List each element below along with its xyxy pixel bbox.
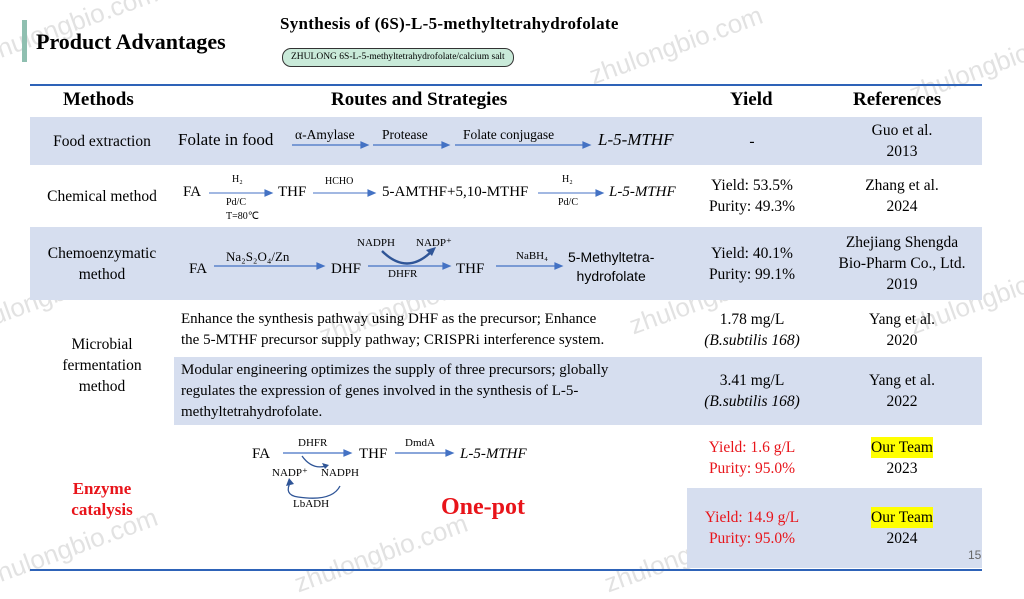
product-tag: ZHULONG 6S-L-5-methyltetrahydrofolate/ca… [282,48,514,67]
chemoenz-dhfr: DHFR [388,268,418,280]
yield-microbial-a: 1.78 mg/L(B.subtilis 168) [704,311,800,349]
enzyme-fa: FA [252,446,271,462]
chemoenz-arrows [214,247,564,270]
our-team-highlight: Our Team [871,507,933,528]
enzyme-product: L-5-MTHF [460,446,527,462]
row-band-food [30,117,982,165]
enzyme-thf: THF [359,446,388,462]
food-start: Folate in food [178,130,274,149]
table-bottom-rule [30,569,982,571]
yield-chemical: Yield: 53.5%Purity: 49.3% [708,177,796,215]
enzyme-lbadh: LbADH [293,498,330,510]
enzyme-arrows [283,449,455,499]
row-band-chemoenzymatic [30,227,982,300]
food-product: L-5-MTHF [598,130,674,149]
column-header-routes: Routes and Strategies [331,89,508,110]
ref-microbial-a: Yang et al.2020 [868,311,936,349]
column-header-yield: Yield [730,89,773,110]
title-accent-bar [22,20,27,62]
chem-intermediate: 5-AMTHF+5,10-MTHF [382,184,529,200]
table-top-rule [30,84,982,86]
chem-product: L-5-MTHF [609,184,676,200]
page-title: Product Advantages [36,29,226,54]
food-enzyme-2: Protease [382,127,428,142]
chem-temp: T=80℃ [226,211,259,222]
chem-hcho: HCHO [325,176,354,187]
page-number: 15 [968,548,982,562]
chemoenz-fa: FA [189,261,208,277]
ref-chemical: Zhang et al.2024 [865,177,939,215]
enzyme-dmda: DmdA [405,437,435,449]
chemoenz-reagent: Na₂S₂O₄/Zn [226,249,290,264]
microbial-strategy-b: Modular engineering optimizes the supply… [181,362,609,420]
chem-thf: THF [278,184,307,200]
chemoenz-nadp: NADP⁺ [416,237,452,249]
food-arrows [292,141,592,149]
column-header-references: References [853,89,942,110]
method-chemical: Chemical method [47,187,157,205]
food-enzyme-3: Folate conjugase [463,127,555,142]
chemoenz-nabh4: NaBH₄ [516,250,548,262]
chem-pdc-a: Pd/C [226,197,247,208]
ref-microbial-b: Yang et al.2022 [868,372,936,410]
chemoenz-dhf: DHF [331,261,362,277]
chemoenz-nadph: NADPH [357,237,395,249]
chem-h2-a: H₂ [232,174,243,185]
chemoenz-product: 5-Methyltetra-hydrofolate [568,249,655,284]
microbial-strategy-a: Enhance the synthesis pathway using DHF … [181,311,605,348]
chemoenz-thf: THF [456,261,485,277]
our-team-highlight: Our Team [871,437,933,458]
enzyme-dhfr: DHFR [298,437,328,449]
one-pot-label: One-pot [441,494,525,520]
chem-pdc-b: Pd/C [558,197,579,208]
yield-chemoenzymatic: Yield: 40.1%Purity: 99.1% [708,244,796,283]
page-subtitle: Synthesis of (6S)-L-5-methyltetrahydrofo… [280,14,619,33]
ref-food: Guo et al.2013 [871,122,933,160]
row-band-microbial-b [174,357,982,425]
column-header-methods: Methods [63,89,134,110]
chem-arrows [209,189,605,197]
row-band-enzyme-b [687,488,982,568]
food-enzyme-1: α-Amylase [295,127,355,142]
method-food-extraction: Food extraction [53,132,151,150]
chem-fa: FA [183,184,202,200]
yield-food: - [749,132,755,150]
enzyme-nadph: NADPH [321,467,359,479]
yield-microbial-b: 3.41 mg/L(B.subtilis 168) [704,372,800,410]
chem-h2-b: H₂ [562,174,573,185]
enzyme-nadp: NADP⁺ [272,467,308,479]
